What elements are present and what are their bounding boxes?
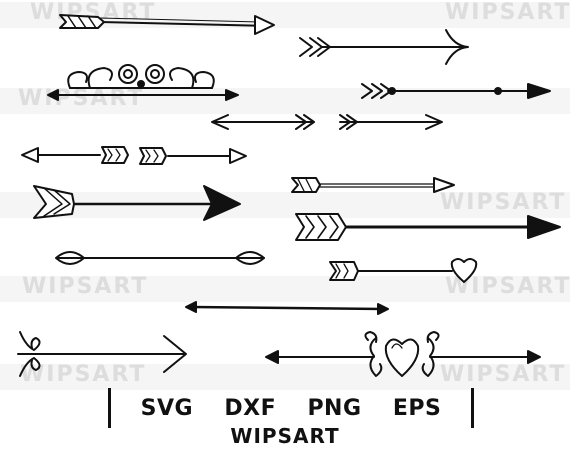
- watermark-text: WIPSART: [18, 86, 145, 111]
- arrow-3-ornament-icon: [47, 64, 239, 101]
- arrow-6-icon: [339, 114, 443, 130]
- arrow-12-leaves-icon: [55, 251, 265, 265]
- watermark-text: WIPSART: [445, 0, 570, 25]
- watermark-band: [0, 88, 570, 114]
- arrow-14-icon: [185, 301, 389, 315]
- watermark-text: WIPSART: [440, 190, 567, 215]
- arrow-10-icon: [33, 185, 241, 221]
- arrow-1-icon: [59, 14, 275, 35]
- watermark-text: WIPSART: [440, 362, 567, 387]
- file-formats-bar: SVG DXF PNG EPS: [108, 388, 474, 428]
- arrow-11-icon: [295, 213, 561, 241]
- format-dxf-label: DXF: [224, 395, 277, 421]
- format-eps-label: EPS: [392, 395, 442, 421]
- arrow-8-icon: [139, 147, 247, 165]
- watermark-text: WIPSART: [22, 274, 149, 299]
- arrow-5-icon: [211, 114, 315, 130]
- arrow-2-icon: [299, 29, 469, 65]
- watermark-text: WIPSART: [20, 362, 147, 387]
- brand-name: WIPSART: [230, 424, 340, 448]
- arrow-7-icon: [21, 146, 129, 164]
- format-png-label: PNG: [307, 395, 362, 421]
- arrow-9-icon: [291, 177, 455, 193]
- watermark-band: [0, 276, 570, 302]
- arrow-4-icon: [361, 83, 551, 99]
- arrow-15-curl-icon: [17, 331, 187, 377]
- watermark-band: [0, 364, 570, 390]
- format-svg-label: SVG: [140, 395, 194, 421]
- arrow-16-heart-ornament-icon: [265, 331, 541, 377]
- arrow-13-heart-icon: [329, 258, 478, 283]
